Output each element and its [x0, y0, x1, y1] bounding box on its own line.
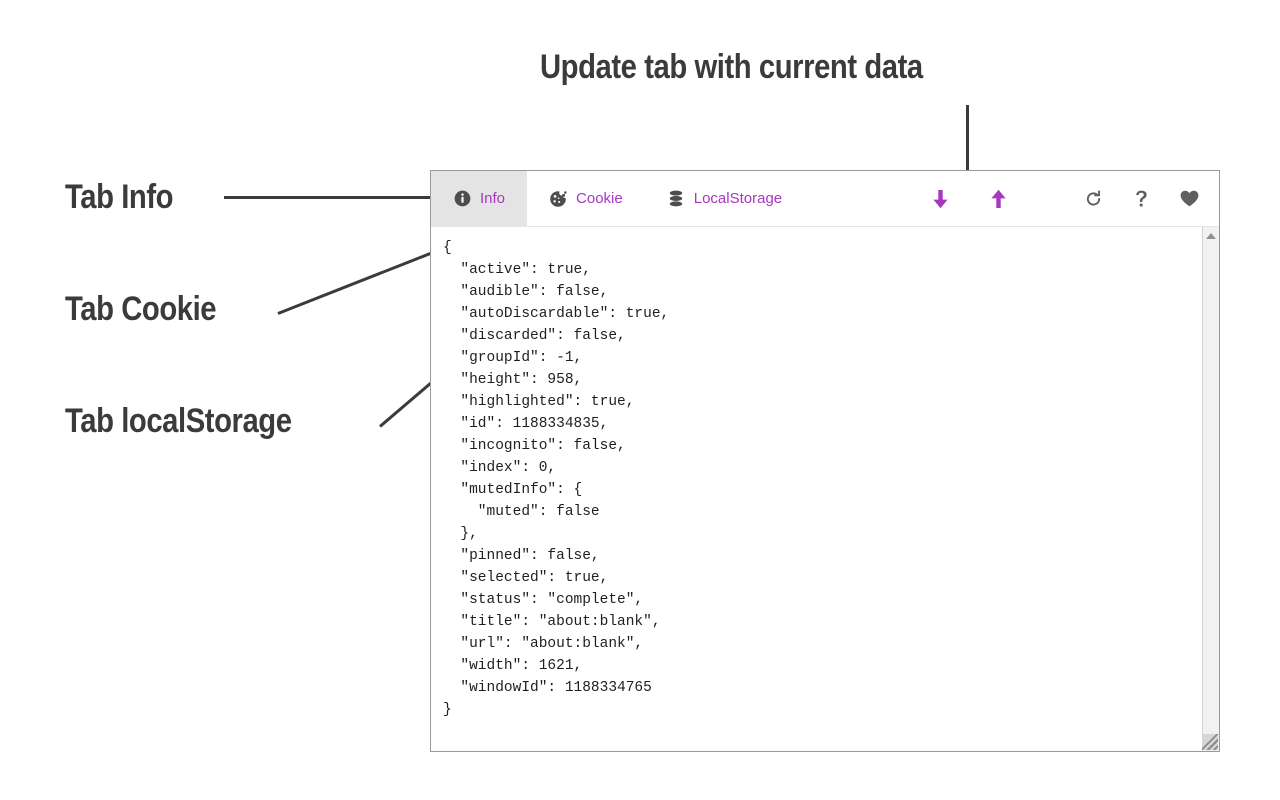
database-icon: [667, 190, 685, 208]
json-output[interactable]: { "active": true, "audible": false, "aut…: [443, 240, 670, 718]
cookie-icon: [549, 190, 567, 208]
tab-info-label: Info: [480, 190, 506, 207]
callout-tab-cookie: Tab Cookie: [65, 290, 217, 328]
callout-update-tab: Update tab with current data: [540, 48, 923, 86]
extension-popup-panel: Info Cookie: [430, 170, 1220, 752]
help-button[interactable]: [1121, 171, 1161, 226]
arrow-down-icon: [932, 189, 949, 209]
update-tab-button[interactable]: [978, 171, 1018, 226]
resize-grip[interactable]: [1202, 734, 1218, 750]
tabbar-spacer-right: [1018, 171, 1073, 226]
arrow-up-icon: [990, 189, 1007, 209]
info-circle-icon: [453, 190, 471, 208]
vertical-scrollbar[interactable]: [1202, 227, 1219, 751]
scroll-up-arrow[interactable]: [1203, 227, 1219, 244]
leader-line-tab-info: [224, 196, 442, 199]
leader-line-update-tab: [966, 105, 969, 184]
tab-localstorage-label: LocalStorage: [693, 190, 783, 207]
tab-info[interactable]: Info: [431, 171, 528, 226]
tab-localstorage[interactable]: LocalStorage: [645, 171, 804, 226]
save-to-file-button[interactable]: [920, 171, 960, 226]
refresh-icon: [1085, 189, 1102, 208]
tabbar-spacer-left: [804, 171, 920, 226]
tab-cookie[interactable]: Cookie: [527, 171, 645, 226]
heart-icon: [1180, 190, 1199, 207]
callout-tab-localstorage: Tab localStorage: [65, 402, 292, 440]
callout-tab-info: Tab Info: [65, 178, 174, 216]
question-mark-icon: [1135, 190, 1148, 208]
scrollbar-thumb[interactable]: [1203, 244, 1219, 544]
favorite-button[interactable]: [1169, 171, 1209, 226]
tab-bar: Info Cookie: [431, 171, 1219, 227]
content-area: { "active": true, "audible": false, "aut…: [431, 227, 1219, 751]
refresh-button[interactable]: [1073, 171, 1113, 226]
triangle-up-icon: [1206, 232, 1216, 239]
tab-cookie-label: Cookie: [576, 190, 623, 207]
